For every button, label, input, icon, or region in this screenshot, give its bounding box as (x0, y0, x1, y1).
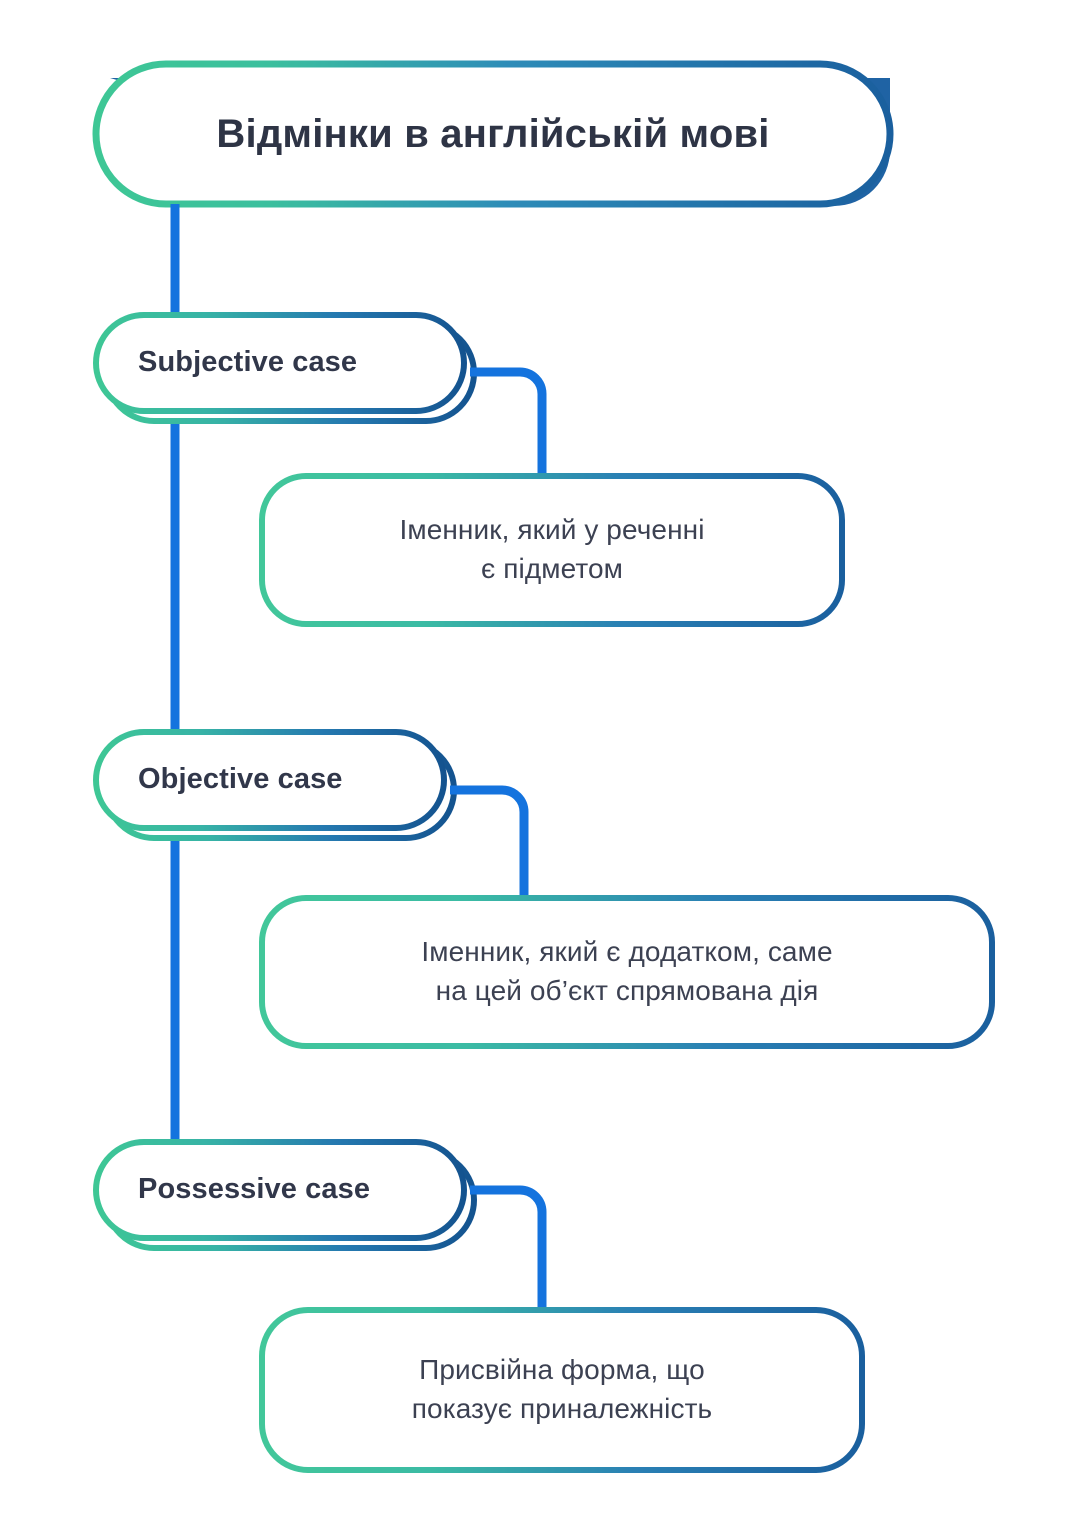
branch-description-possessive-case: Присвійна форма, що показує приналежніст… (262, 1310, 862, 1470)
desc-line: Іменник, який є додатком, саме (421, 936, 833, 968)
connector-branch-1 (470, 367, 547, 476)
title-outline (92, 60, 894, 208)
branch-node-2-shape (93, 729, 457, 841)
branch-description-objective-case: Іменник, який є додатком, саме на цей об… (262, 898, 992, 1046)
branch-2-outline-front (93, 729, 447, 831)
desc-line: Присвійна форма, що (419, 1354, 705, 1386)
desc-line: Іменник, який у реченні (399, 514, 705, 546)
page-title: Відмінки в англійській мові (216, 112, 770, 156)
branch-1-outline-front (93, 312, 467, 414)
branch-label-objective-case[interactable]: Objective case (138, 763, 343, 796)
branch-3-outline-front (93, 1139, 467, 1241)
branch-2-outline-back (103, 739, 457, 841)
branch-label-possessive-case[interactable]: Possessive case (138, 1173, 371, 1206)
desc-line: показує приналежність (411, 1393, 713, 1424)
desc-line: на цей об’єкт спрямована дія (435, 975, 819, 1006)
title-node-shape (92, 60, 894, 208)
branch-1-outline-back (103, 322, 477, 424)
desc-1-outline (259, 473, 845, 627)
branch-description-subjective-case: Іменник, який у реченні є підметом (262, 476, 842, 624)
connector-branch-2 (450, 785, 529, 898)
desc-line: є підметом (480, 553, 623, 584)
connector-branch-3 (470, 1185, 547, 1310)
branch-label-subjective-case[interactable]: Subjective case (138, 346, 358, 379)
desc-2-outline (259, 895, 995, 1049)
branch-node-1-shape (93, 312, 477, 424)
branch-node-3-shape (93, 1139, 477, 1251)
branch-3-outline-back (103, 1149, 477, 1251)
desc-3-outline (259, 1307, 865, 1473)
title-shadow (110, 78, 890, 206)
